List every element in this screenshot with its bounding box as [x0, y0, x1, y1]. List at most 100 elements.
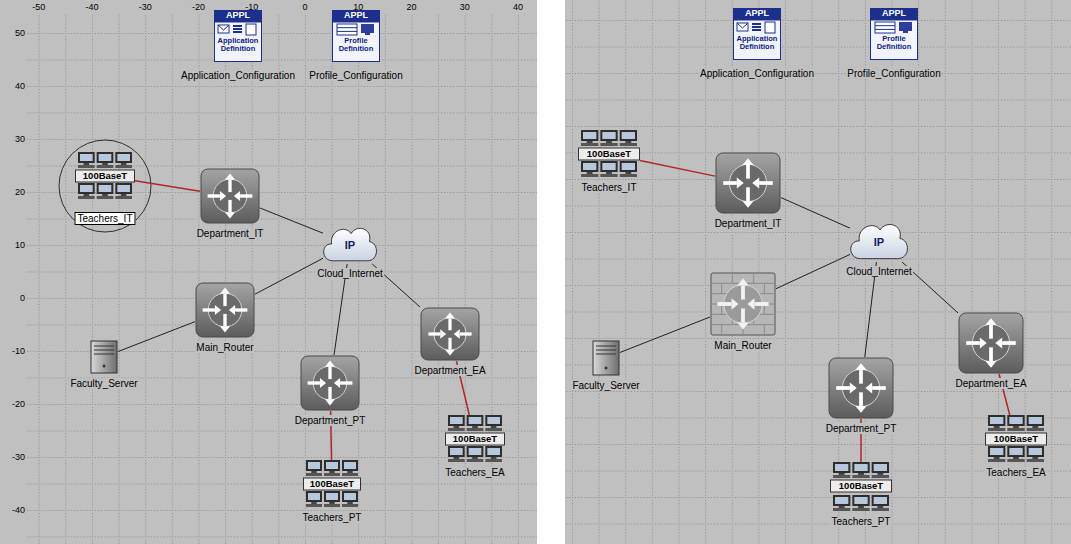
pc-keyboard	[78, 165, 95, 168]
arrow-stem	[328, 367, 331, 379]
pc-screen	[622, 163, 635, 170]
pc-keyboard	[872, 508, 889, 511]
arrow-head	[445, 312, 455, 318]
pc-screen	[874, 464, 887, 471]
pc-screen	[1009, 448, 1022, 455]
pc-screen	[1029, 448, 1042, 455]
node-label: Department_IT	[196, 228, 265, 239]
arrow-stem	[966, 341, 980, 345]
pc-keyboard	[988, 428, 1005, 431]
node-label: Department_PT	[294, 415, 367, 426]
firewall-body	[711, 273, 775, 335]
pc-monitor	[581, 161, 598, 172]
node-label: Teachers_PT	[831, 516, 892, 527]
server-bay	[596, 350, 616, 351]
lan-speed: 100BaseT	[303, 479, 361, 489]
server-bay	[94, 350, 114, 351]
pc-keyboard	[97, 165, 114, 168]
doc-glyph	[246, 24, 256, 35]
arrow-head	[334, 378, 340, 388]
icon-body	[215, 22, 262, 62]
pc-keyboard	[467, 459, 484, 462]
icon-header: APPL	[214, 11, 262, 21]
node-label: Department_PT	[825, 423, 898, 434]
arrow-stem	[223, 294, 226, 306]
lan-band	[446, 433, 505, 445]
pc-monitor	[78, 152, 95, 163]
db-glyph	[752, 26, 761, 28]
envelope-flap	[218, 25, 229, 30]
pc-stand	[472, 457, 478, 459]
pc-monitor	[467, 446, 484, 457]
node-label: Department_EA	[954, 378, 1027, 389]
icon-header-bar	[733, 8, 781, 20]
arrow-stem	[746, 187, 750, 201]
arrow-head	[325, 399, 335, 405]
lan-band	[986, 433, 1047, 445]
node-label: Profile_Configuration	[308, 70, 403, 81]
arrow-head	[234, 191, 240, 201]
pc-monitor	[1007, 415, 1024, 426]
pc-screen	[469, 417, 482, 424]
pc-stand	[102, 163, 108, 165]
pc-monitor	[620, 161, 637, 172]
arrow-head	[731, 298, 738, 310]
axis-tick-label: 30	[460, 3, 470, 12]
pc-screen	[854, 464, 867, 471]
node-label: Profile_Configuration	[846, 68, 941, 79]
arrow-stem	[328, 387, 331, 399]
arrow-stem	[755, 302, 769, 306]
node-label: Department_EA	[413, 365, 486, 376]
axis-tick-label: -10	[12, 347, 25, 356]
icon-caption: Profile Definition	[870, 35, 918, 51]
arrow-stem	[208, 194, 220, 197]
node-label: Department_IT	[714, 218, 783, 229]
brick-joint	[721, 283, 722, 293]
arrow-stem	[746, 165, 750, 179]
brick-joint	[721, 325, 722, 335]
arrow-stem	[228, 180, 231, 192]
lan-segment: 100BaseTTeachers_IT	[75, 152, 135, 200]
pc-monitor	[306, 460, 322, 471]
server-icon	[592, 340, 620, 376]
pc-monitor	[852, 495, 869, 506]
router-body	[196, 283, 254, 337]
axis-tick-label: -50	[32, 3, 45, 12]
table-glyph	[337, 24, 357, 35]
lan-link	[640, 160, 715, 176]
pc-stand	[454, 457, 460, 459]
router-icon	[195, 282, 255, 338]
pc-stand	[84, 163, 90, 165]
pc-screen	[622, 132, 635, 139]
arrow-stem	[859, 370, 863, 384]
pc-screen	[835, 464, 848, 471]
router-body	[421, 308, 479, 360]
arrow-head	[865, 382, 872, 393]
arrow-head	[855, 363, 866, 370]
table-rule	[337, 31, 357, 32]
icon-caption: Application Definition	[733, 35, 781, 51]
icon-caption: Profile Definition	[332, 37, 380, 53]
pc-screen	[80, 185, 93, 192]
pc-stand	[1032, 426, 1038, 428]
lan-speed: 100BaseT	[830, 481, 892, 491]
arrow-stem	[448, 318, 451, 330]
pc-monitor	[324, 460, 340, 471]
config-object: APPLApplication DefinitionApplication_Co…	[214, 10, 262, 62]
lan-segment: 100BaseTTeachers_PT	[830, 462, 892, 512]
router-icon	[958, 312, 1024, 374]
axis-tick-label: 40	[15, 82, 25, 91]
arrow-head	[320, 378, 326, 388]
pc-stand	[877, 506, 883, 508]
router-body	[301, 356, 359, 410]
pc-stand	[102, 194, 108, 196]
pc-stand	[329, 471, 334, 473]
router-icon	[420, 307, 480, 361]
router: Department_PT	[828, 357, 894, 419]
arrow-head	[850, 382, 857, 393]
lan-speed: 100BaseT	[445, 434, 505, 444]
pc-keyboard	[581, 174, 598, 177]
pc-keyboard	[833, 475, 850, 478]
link	[781, 198, 850, 229]
arrow-head	[985, 318, 996, 325]
